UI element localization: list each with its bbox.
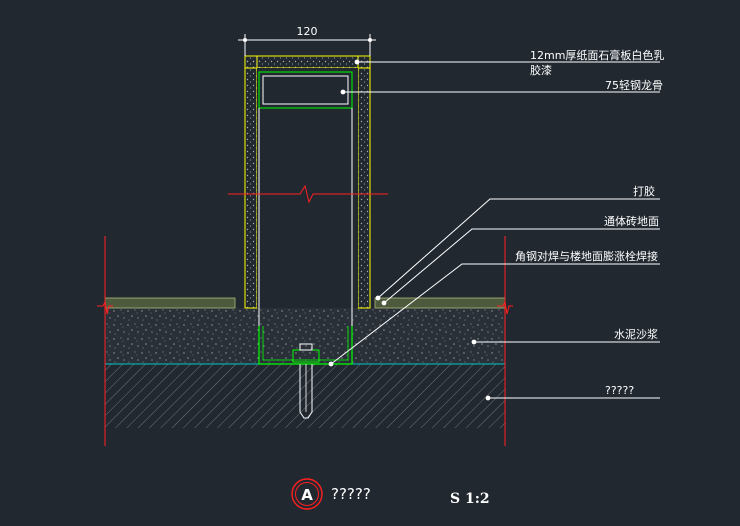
- bottom-track-inner: [262, 326, 349, 361]
- concrete-base-slab: [105, 364, 505, 428]
- leader-dot-gypsum: [354, 59, 360, 65]
- leader-dot-tile: [381, 300, 387, 306]
- dimension-width-label: 120: [297, 25, 318, 38]
- break-mark-left: [97, 300, 113, 315]
- label-base: ?????: [605, 384, 634, 397]
- expansion-bolt: [299, 364, 313, 419]
- gypsum-board-top: [244, 55, 371, 69]
- label-cement-mortar: 水泥沙浆: [614, 327, 658, 341]
- leader-dot-mortar: [471, 339, 477, 345]
- steel-keel-top-inner: [262, 75, 349, 105]
- label-sealant: 打胶: [633, 184, 655, 198]
- leader-sealant: [377, 198, 660, 299]
- bottom-track-channel: [258, 326, 353, 365]
- leader-dot-angle-steel: [328, 361, 334, 367]
- label-steel-keel: 75轻钢龙骨: [605, 78, 663, 92]
- drawing-scale: S 1:2: [450, 491, 490, 507]
- floor-tile-left: [104, 297, 236, 309]
- title-bubble-inner: [295, 482, 319, 506]
- floor-tile-right: [374, 297, 506, 309]
- leader-dots: [328, 59, 491, 401]
- wall-break-mark: [228, 184, 388, 204]
- gypsum-board-left: [244, 55, 258, 309]
- title-bubble: [291, 478, 323, 510]
- angle-steel-nut: [299, 343, 313, 351]
- steel-keel-top: [258, 71, 353, 109]
- cement-mortar-texture: [105, 308, 505, 364]
- leader-dot-keel: [340, 89, 346, 95]
- drawing-title: ?????: [331, 485, 371, 503]
- leader-tile: [383, 228, 660, 304]
- leader-dot-sealant: [375, 295, 381, 301]
- label-gypsum-line2: 胶漆: [530, 63, 552, 77]
- leader-angle-steel: [330, 263, 660, 365]
- break-mark-right: [497, 300, 513, 315]
- gypsum-board-right: [357, 55, 371, 309]
- leader-lines: [330, 61, 660, 399]
- dimension-tick-left: [243, 38, 247, 42]
- dimension-tick-right: [368, 38, 372, 42]
- leader-dot-base: [485, 395, 491, 401]
- label-angle-steel: 角钢对焊与楼地面膨涨栓焊接: [515, 249, 658, 263]
- label-gypsum-line1: 12mm厚纸面石膏板白色乳: [530, 48, 664, 62]
- label-floor-tile: 通体砖地面: [604, 214, 659, 228]
- title-bubble-letter: A: [301, 486, 313, 504]
